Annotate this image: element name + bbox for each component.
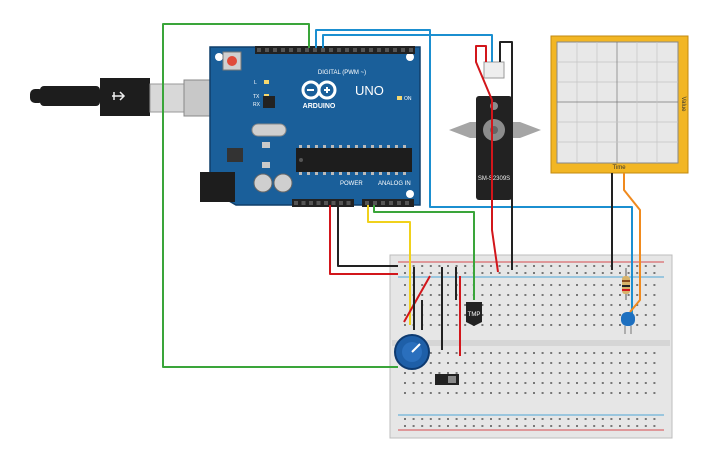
wire-yellow-a0 [367, 205, 411, 325]
l-led-label: L [254, 80, 257, 86]
wires [162, 23, 641, 368]
resistor-icon [622, 268, 630, 300]
servo-icon: SM-S2309S [449, 61, 541, 200]
arduino-model-label: UNO [355, 83, 384, 98]
tmp-sensor-label: TMP [468, 312, 481, 318]
wire-green-switch [162, 23, 398, 368]
analog-header-label: ANALOG IN [378, 181, 411, 187]
wire-black-servo [499, 41, 513, 270]
usb-cable-icon [30, 78, 235, 117]
wire-blue-servo [322, 34, 493, 62]
reset-button-icon[interactable] [222, 51, 242, 71]
wire-blue-led [315, 29, 633, 315]
tmp-sensor-icon: TMP [466, 302, 482, 326]
power-header-label: POWER [340, 181, 363, 187]
arduino-board: DIGITAL (PWM ~) ARDUINO UNO ON L TX RX [200, 46, 421, 207]
slide-switch-icon[interactable] [435, 374, 459, 385]
led-icon [621, 312, 635, 334]
plotter-y-label: Value [680, 97, 686, 113]
wire-green-a1 [373, 205, 475, 300]
tx-led-label: TX [253, 94, 260, 100]
plotter-icon: Time Value [550, 35, 689, 174]
rx-led-label: RX [253, 102, 261, 108]
arduino-logo-icon [301, 80, 337, 100]
arduino-brand-label: ARDUINO [303, 103, 336, 110]
servo-label: SM-S2309S [478, 176, 510, 182]
digital-header-label: DIGITAL (PWM ~) [318, 70, 366, 76]
wire-black-gnd [337, 205, 398, 267]
wire-red-5v [329, 205, 398, 275]
on-led-label: ON [404, 96, 412, 102]
plotter-x-label: Time [612, 165, 626, 171]
wire-red-servo [475, 45, 499, 273]
wire-orange-plotter [623, 173, 641, 313]
potentiometer-icon[interactable] [394, 334, 430, 370]
